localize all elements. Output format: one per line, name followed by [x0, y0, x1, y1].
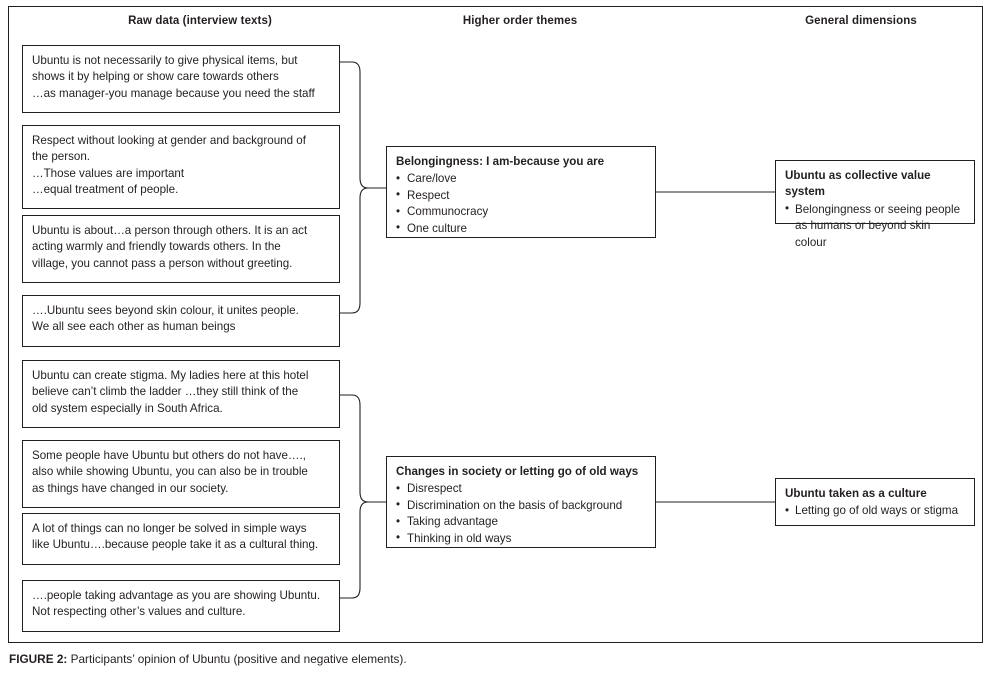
dimension-title: Ubuntu as collective value system: [785, 169, 931, 199]
figure-caption-label: FIGURE 2:: [9, 652, 68, 666]
raw-data-line: the person.: [32, 150, 91, 164]
theme-bullet: Taking advantage: [396, 514, 646, 531]
theme-bullet: Respect: [396, 187, 646, 204]
raw-data-line: …as manager-you manage because you need …: [32, 86, 315, 100]
theme-bullet-list: Care/love Respect Communocracy One cultu…: [396, 171, 646, 237]
raw-data-line: We all see each other as human beings: [32, 320, 236, 334]
theme-bullet: Thinking in old ways: [396, 530, 646, 547]
raw-data-box: ….Ubuntu sees beyond skin colour, it uni…: [22, 295, 340, 347]
raw-data-box: Respect without looking at gender and ba…: [22, 125, 340, 209]
higher-order-theme-box: Changes in society or letting go of old …: [386, 456, 656, 548]
theme-title: Changes in society or letting go of old …: [396, 465, 639, 478]
raw-data-line: shows it by helping or show care towards…: [32, 70, 279, 84]
theme-bullet-list: Disrespect Discrimination on the basis o…: [396, 481, 646, 547]
raw-data-line: like Ubuntu….because people take it as a…: [32, 538, 319, 552]
raw-data-line: acting warmly and friendly towards other…: [32, 240, 281, 254]
raw-data-box: Ubuntu can create stigma. My ladies here…: [22, 360, 340, 428]
raw-data-line: Ubuntu is not necessarily to give physic…: [32, 54, 298, 67]
column-header-general-dimensions: General dimensions: [805, 15, 917, 27]
raw-data-line: ….Ubuntu sees beyond skin colour, it uni…: [32, 304, 299, 317]
column-header-raw-data: Raw data (interview texts): [128, 15, 272, 27]
raw-data-line: as things have changed in our society.: [32, 481, 229, 495]
theme-title: Belongingness: I am-because you are: [396, 155, 605, 168]
raw-data-line: Not respecting other’s values and cultur…: [32, 605, 246, 619]
dimension-bullet-list: Letting go of old ways or stigma: [785, 503, 965, 520]
raw-data-line: A lot of things can no longer be solved …: [32, 522, 307, 535]
raw-data-line: …equal treatment of people.: [32, 183, 179, 197]
raw-data-line: believe can’t climb the ladder …they sti…: [32, 385, 299, 399]
raw-data-line: also while showing Ubuntu, you can also …: [32, 465, 308, 479]
raw-data-box: Ubuntu is not necessarily to give physic…: [22, 45, 340, 113]
theme-bullet: Discrimination on the basis of backgroun…: [396, 497, 646, 514]
raw-data-line: Ubuntu can create stigma. My ladies here…: [32, 369, 309, 382]
raw-data-line: old system especially in South Africa.: [32, 401, 223, 415]
raw-data-line: village, you cannot pass a person withou…: [32, 256, 293, 270]
raw-data-line: Respect without looking at gender and ba…: [32, 134, 306, 147]
theme-bullet: Communocracy: [396, 204, 646, 221]
general-dimension-box: Ubuntu as collective value system Belong…: [775, 160, 975, 249]
raw-data-box: Ubuntu is about…a person through others.…: [22, 215, 340, 283]
dimension-bullet: Belongingness or seeing people as humans…: [785, 201, 965, 251]
raw-data-box: A lot of things can no longer be solved …: [22, 513, 340, 565]
raw-data-line: Ubuntu is about…a person through others.…: [32, 224, 308, 237]
theme-bullet: Disrespect: [396, 481, 646, 498]
column-header-higher-order-themes: Higher order themes: [462, 15, 578, 27]
theme-bullet: Care/love: [396, 171, 646, 188]
theme-bullet: One culture: [396, 220, 646, 237]
raw-data-line: ….people taking advantage as you are sho…: [32, 589, 321, 602]
figure-caption-text: Participants’ opinion of Ubuntu (positiv…: [70, 652, 407, 666]
raw-data-box: Some people have Ubuntu but others do no…: [22, 440, 340, 508]
higher-order-theme-box: Belongingness: I am-because you are Care…: [386, 146, 656, 238]
dimension-bullet: Letting go of old ways or stigma: [785, 503, 965, 520]
raw-data-line: Some people have Ubuntu but others do no…: [32, 449, 306, 462]
figure-caption: FIGURE 2: Participants’ opinion of Ubunt…: [9, 651, 969, 667]
raw-data-line: …Those values are important: [32, 166, 185, 180]
dimension-bullet-list: Belongingness or seeing people as humans…: [785, 201, 965, 251]
raw-data-box: ….people taking advantage as you are sho…: [22, 580, 340, 632]
general-dimension-box: Ubuntu taken as a culture Letting go of …: [775, 478, 975, 526]
dimension-title: Ubuntu taken as a culture: [785, 487, 927, 500]
